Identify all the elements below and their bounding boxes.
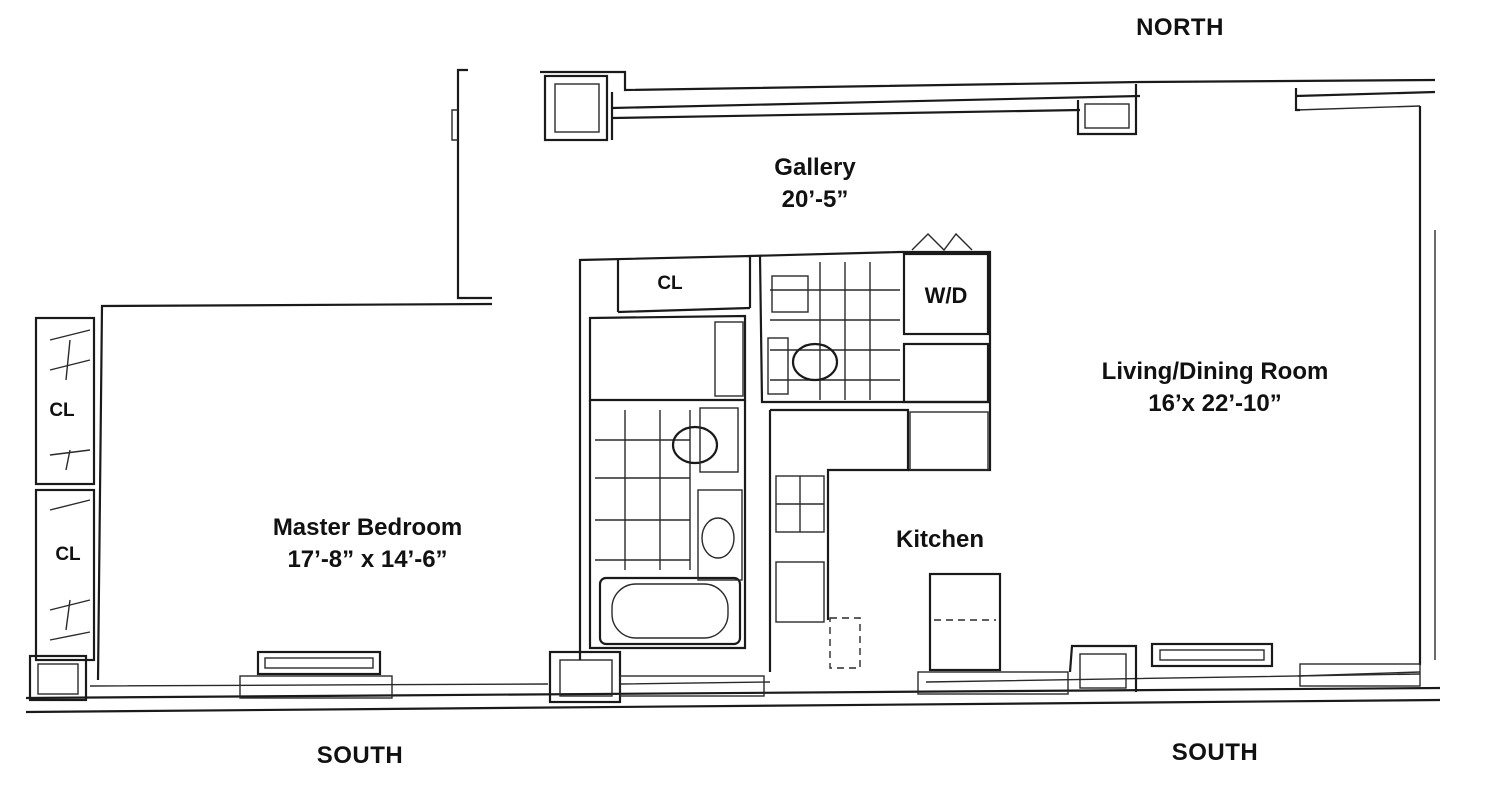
bedroom-closet-upper-label: CL — [49, 400, 75, 421]
south-label-left: SOUTH — [316, 742, 404, 769]
entry-wall — [451, 68, 492, 300]
living-dining-dims: 16’x 22’-10” — [1148, 390, 1282, 418]
master-bedroom-dims: 17’-8” x 14’-6” — [287, 546, 448, 574]
gallery-dims: 20’-5” — [781, 186, 849, 214]
gallery-closet-label: CL — [657, 273, 683, 294]
gallery-label: Gallery 20’-5” — [730, 152, 900, 217]
living-dining-label: Living/Dining Room 16’x 22’-10” — [1070, 356, 1360, 421]
bath-fixtures — [595, 407, 743, 646]
core-walls — [578, 232, 992, 672]
halfbath-fixtures — [767, 262, 900, 400]
north-column-right — [1076, 84, 1300, 136]
bedroom-closet-lower-label: CL — [55, 544, 81, 565]
kitchen-label: Kitchen — [895, 526, 984, 553]
washer-dryer-label: W/D — [924, 283, 968, 308]
master-bedroom-name: Master Bedroom — [272, 514, 463, 541]
south-wall — [25, 642, 1441, 714]
south-label-right: SOUTH — [1171, 739, 1259, 766]
kitchen-fixtures — [775, 475, 1002, 672]
living-dining-name: Living/Dining Room — [1101, 358, 1329, 385]
bedroom-walls — [34, 302, 493, 681]
north-wall — [540, 70, 1436, 140]
north-column-left — [543, 74, 609, 142]
master-bedroom-label: Master Bedroom 17’-8” x 14’-6” — [240, 512, 495, 577]
gallery-name: Gallery — [774, 154, 856, 181]
north-label: NORTH — [1136, 14, 1224, 41]
